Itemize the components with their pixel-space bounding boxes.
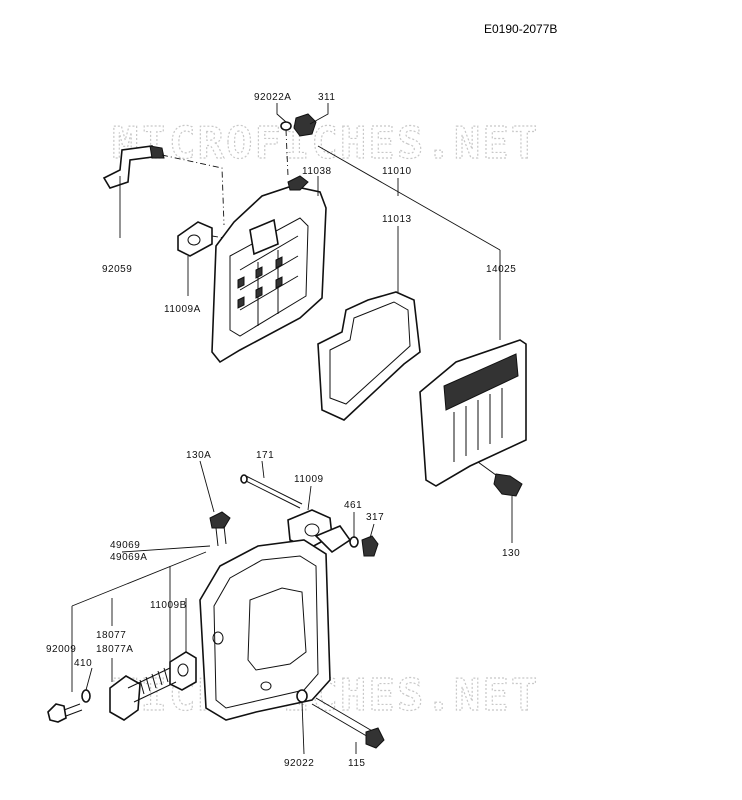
washer-92022 bbox=[296, 689, 308, 703]
muffler bbox=[199, 539, 331, 721]
screw-92009 bbox=[47, 703, 83, 723]
label-11009b: 11009B bbox=[150, 600, 187, 611]
breather-hose bbox=[102, 145, 165, 189]
bolt-130 bbox=[477, 461, 523, 497]
diagram-code: E0190-2077B bbox=[484, 22, 557, 36]
nut-311 bbox=[293, 113, 317, 137]
washer-92022a bbox=[280, 121, 292, 131]
washer-410 bbox=[81, 689, 91, 703]
label-130a: 130A bbox=[186, 450, 211, 461]
nut-317 bbox=[361, 535, 379, 557]
label-461: 461 bbox=[344, 500, 362, 511]
label-130: 130 bbox=[502, 548, 520, 559]
air-cleaner-cover bbox=[419, 339, 527, 487]
label-49069: 49069 bbox=[110, 540, 140, 551]
label-11009: 11009 bbox=[294, 474, 324, 485]
label-11010: 11010 bbox=[382, 166, 412, 177]
bolt-130a bbox=[209, 511, 231, 547]
air-cleaner-base bbox=[211, 175, 327, 364]
filter-element bbox=[317, 291, 421, 421]
label-410: 410 bbox=[74, 658, 92, 669]
gasket-11009b bbox=[169, 651, 197, 691]
washer-461 bbox=[349, 536, 359, 548]
label-18077: 18077 bbox=[96, 630, 126, 641]
label-11013: 11013 bbox=[382, 214, 412, 225]
label-14025: 14025 bbox=[486, 264, 516, 275]
label-92059: 92059 bbox=[102, 264, 132, 275]
bolt-115 bbox=[311, 697, 385, 749]
watermark-top: MICROFICHES.NET bbox=[112, 118, 539, 169]
label-92022: 92022 bbox=[284, 758, 314, 769]
leader-lines bbox=[71, 103, 513, 755]
stud-171 bbox=[240, 474, 303, 509]
label-92022a: 92022A bbox=[254, 92, 291, 103]
label-18077a: 18077A bbox=[96, 644, 133, 655]
spark-arrester bbox=[109, 667, 177, 721]
label-11009a: 11009A bbox=[164, 304, 201, 315]
label-171: 171 bbox=[256, 450, 274, 461]
label-49069a: 49069A bbox=[110, 552, 147, 563]
label-92009: 92009 bbox=[46, 644, 76, 655]
label-11038: 11038 bbox=[302, 166, 332, 177]
gasket-11009a bbox=[177, 221, 213, 257]
label-311: 311 bbox=[318, 92, 335, 103]
label-317: 317 bbox=[366, 512, 384, 523]
label-115: 115 bbox=[348, 758, 365, 769]
